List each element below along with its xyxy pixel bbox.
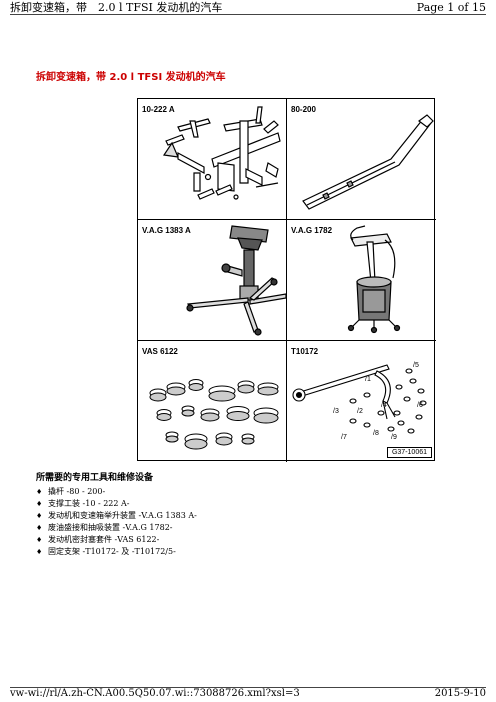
footer-divider bbox=[10, 687, 486, 688]
header-title: 拆卸变速箱，带 2.0 l TFSI 发动机的汽车 bbox=[10, 1, 223, 14]
list-item: ♦固定支架 -T10172- 及 -T10172/5- bbox=[36, 547, 176, 556]
tool-label: T10172 bbox=[291, 347, 319, 356]
required-tools-heading: 所需要的专用工具和维修设备 bbox=[36, 473, 154, 483]
tool-label: V.A.G 1383 A bbox=[142, 226, 191, 235]
transmission-lift-drawing bbox=[186, 225, 286, 336]
page-number: Page 1 of 15 bbox=[416, 1, 486, 14]
tool-cell-vas-6122: VAS 6122 bbox=[138, 341, 287, 462]
list-item: ♦废油盛接和抽吸装置 -V.A.G 1782- bbox=[36, 523, 173, 532]
tool-cell-vag-1383a: V.A.G 1383 A bbox=[138, 220, 287, 341]
callout-label: /7 bbox=[341, 434, 347, 441]
tool-label: V.A.G 1782 bbox=[291, 226, 333, 235]
page-footer: vw-wi://rl/A.zh-CN.A00.5Q50.07.wi::73088… bbox=[10, 688, 486, 702]
tool-cell-t10172: T10172 /5 /1 /6 /2 bbox=[287, 341, 436, 462]
callout-label: /5 bbox=[413, 362, 419, 369]
print-date: 2015-9-10 bbox=[434, 688, 486, 699]
page-title: 拆卸变速箱，带 2.0 l TFSI 发动机的汽车 bbox=[36, 72, 226, 83]
required-tools-list: ♦撬杆 -80 - 200- ♦支撑工装 -10 - 222 A- ♦发动机和变… bbox=[36, 486, 197, 558]
callout-label: /6 bbox=[417, 402, 423, 409]
tool-cell-vag-1782: V.A.G 1782 bbox=[287, 220, 436, 341]
page-header: 拆卸变速箱，带 2.0 l TFSI 发动机的汽车 Page 1 of 15 bbox=[10, 0, 486, 17]
support-frame-drawing bbox=[162, 106, 281, 200]
diamond-bullet-icon: ♦ bbox=[36, 536, 43, 544]
callout-label: /2 bbox=[357, 408, 363, 415]
diamond-bullet-icon: ♦ bbox=[36, 512, 43, 520]
callout-label: /8 bbox=[373, 430, 379, 437]
tool-illustration-grid: 10-222 A bbox=[137, 98, 436, 462]
diamond-bullet-icon: ♦ bbox=[36, 500, 43, 508]
document-url[interactable]: vw-wi://rl/A.zh-CN.A00.5Q50.07.wi::73088… bbox=[10, 688, 300, 699]
tool-cell-10-222a: 10-222 A bbox=[138, 99, 287, 220]
diamond-bullet-icon: ♦ bbox=[36, 524, 43, 532]
holding-fixture-drawing: /5 /1 /6 /2 /3 /4 /7 /8 /9 bbox=[292, 362, 427, 441]
callout-label: /3 bbox=[333, 408, 339, 415]
seal-plug-kit-drawing bbox=[149, 379, 279, 450]
tool-label: 80-200 bbox=[291, 105, 316, 114]
list-item: ♦支撑工装 -10 - 222 A- bbox=[36, 499, 130, 508]
diamond-bullet-icon: ♦ bbox=[36, 488, 43, 496]
callout-label: /4 bbox=[381, 402, 387, 409]
callout-label: /9 bbox=[391, 434, 397, 441]
list-item: ♦发动机和变速箱举升装置 -V.A.G 1383 A- bbox=[36, 511, 197, 520]
diamond-bullet-icon: ♦ bbox=[36, 548, 43, 556]
tool-label: 10-222 A bbox=[142, 105, 175, 114]
lever-drawing bbox=[302, 114, 434, 210]
tool-cell-80-200: 80-200 bbox=[287, 99, 436, 220]
header-divider bbox=[10, 14, 486, 15]
oil-drainer-drawing bbox=[347, 225, 401, 334]
callout-label: /1 bbox=[365, 376, 371, 383]
figure-code: G37-10061 bbox=[386, 447, 432, 458]
list-item: ♦撬杆 -80 - 200- bbox=[36, 487, 106, 496]
list-item: ♦发动机密封塞套件 -VAS 6122- bbox=[36, 535, 160, 544]
tool-label: VAS 6122 bbox=[142, 347, 178, 356]
